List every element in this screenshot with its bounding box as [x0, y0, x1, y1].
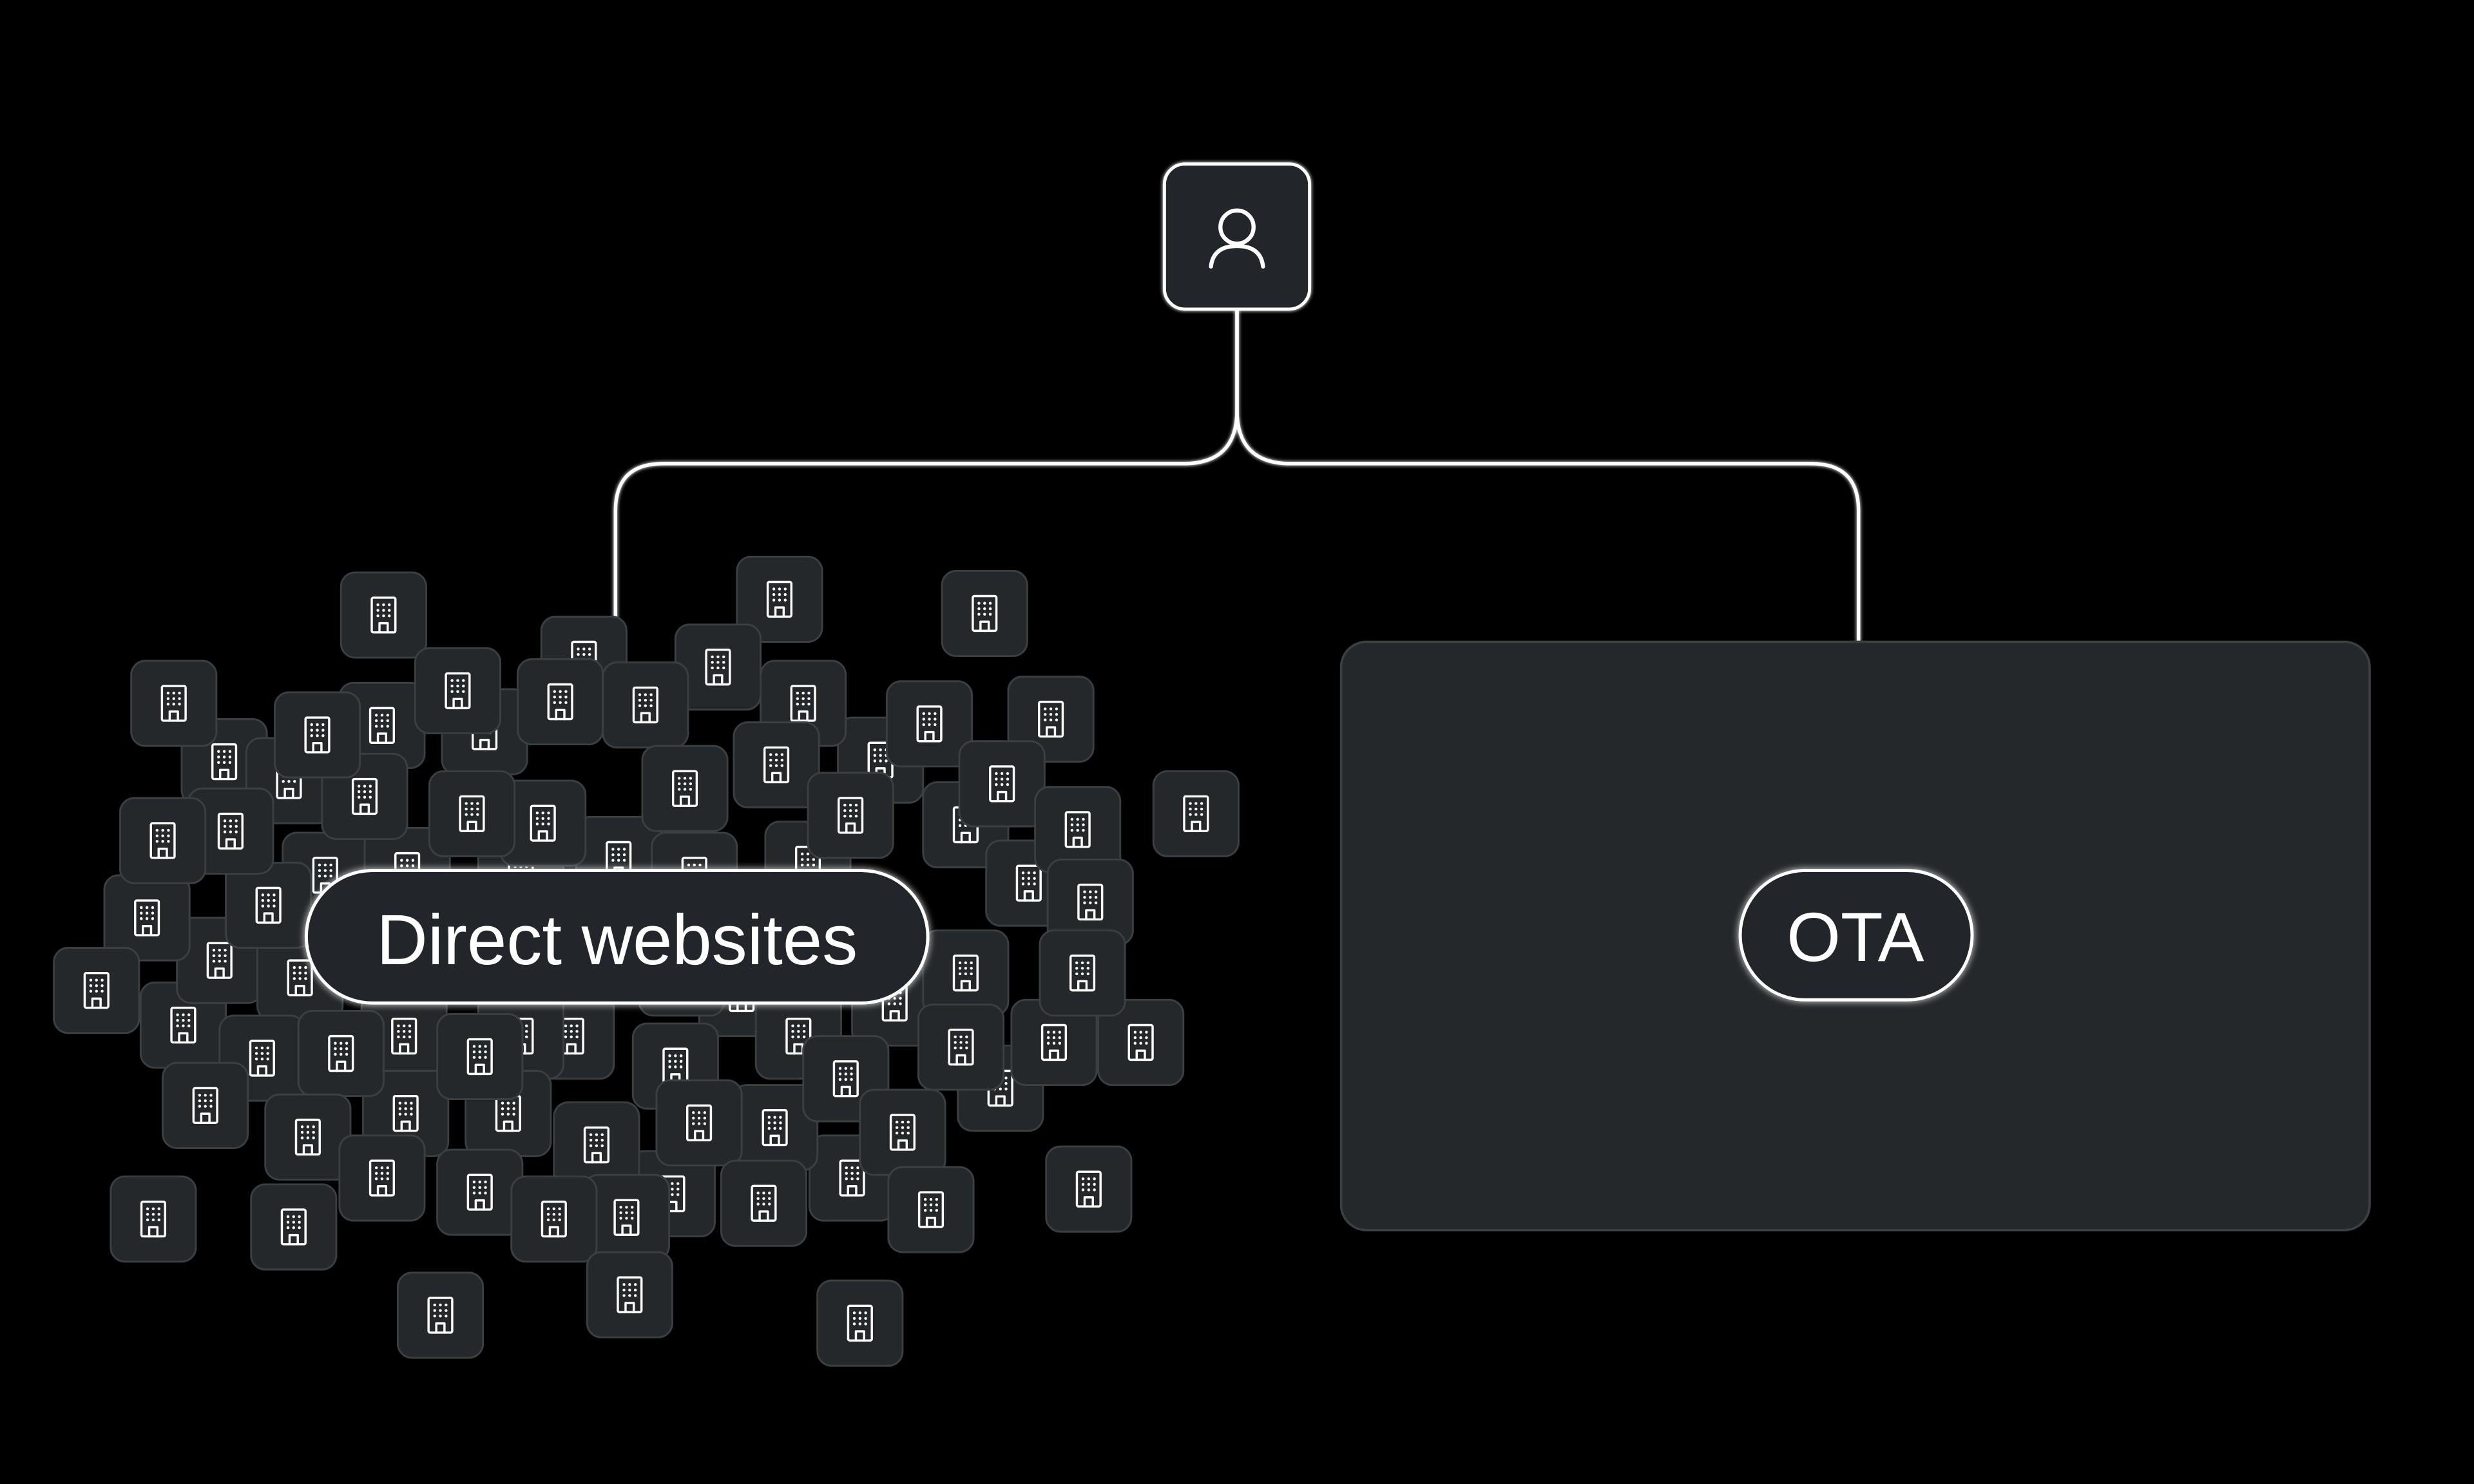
hotel-tile — [1097, 998, 1185, 1087]
hotel-tile — [162, 1061, 249, 1149]
user-icon — [1209, 208, 1265, 269]
hotel-tile — [338, 1134, 426, 1222]
hotel-tile — [517, 658, 604, 746]
connector-user-to-direct — [613, 309, 1239, 631]
hotel-tile — [130, 660, 218, 747]
hotel-tile — [1045, 1145, 1133, 1233]
hotel-tile — [736, 555, 823, 643]
hotel-tile — [264, 1093, 352, 1181]
hotel-tile — [340, 571, 427, 659]
hotel-tile — [428, 770, 516, 857]
user-node — [1162, 162, 1312, 311]
hotel-tile — [807, 772, 894, 859]
hotel-tile — [436, 1148, 524, 1236]
hotel-tile — [273, 691, 361, 779]
ota-label: OTA — [1787, 898, 1924, 976]
hotel-tile — [885, 680, 973, 768]
hotel-tile — [510, 1175, 598, 1263]
hotel-tile — [1039, 929, 1126, 1017]
hotel-tile — [436, 1013, 524, 1101]
hotel-tile — [250, 1183, 338, 1271]
hotel-tile — [958, 740, 1046, 828]
ota-pill: OTA — [1738, 869, 1974, 1002]
hotel-tile — [1152, 770, 1240, 857]
hotel-tile — [396, 1271, 484, 1359]
direct-websites-pill: Direct websites — [304, 869, 930, 1005]
hotel-tile — [941, 569, 1028, 658]
hotel-tile — [297, 1009, 385, 1098]
hotel-tile — [655, 1079, 743, 1166]
hotel-tile — [586, 1251, 673, 1338]
hotel-tile — [887, 1166, 975, 1253]
hotel-tile — [225, 861, 312, 949]
hotel-tile — [859, 1089, 946, 1176]
hotel-tile — [733, 721, 820, 809]
hotel-tile — [53, 947, 140, 1034]
hotel-tile — [414, 647, 502, 735]
direct-websites-label: Direct websites — [376, 900, 858, 980]
hotel-tile — [641, 745, 729, 832]
hotel-tile — [917, 1004, 1005, 1091]
hotel-tile — [816, 1279, 904, 1367]
hotel-tile — [720, 1159, 808, 1247]
connector-lines — [613, 309, 1861, 642]
hotel-tile — [602, 661, 689, 749]
hotel-tile — [119, 797, 207, 884]
connector-user-to-ota — [1235, 309, 1861, 642]
hotel-tile — [922, 929, 1010, 1017]
hotel-tile — [110, 1175, 197, 1263]
hotel-tiles-cluster — [53, 555, 1240, 1367]
